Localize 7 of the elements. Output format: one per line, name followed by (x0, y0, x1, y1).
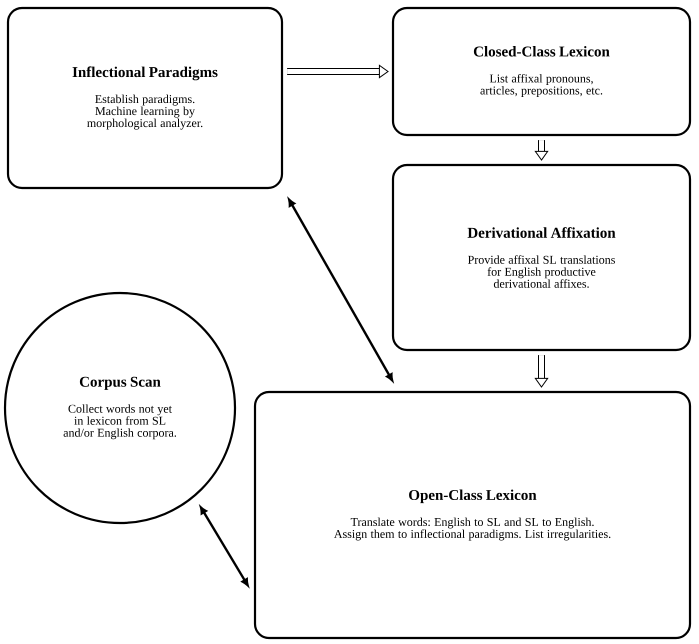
process-box: Inflectional Paradigms Establish paradigms. Machine learning by morphological analyzer. (6, 6, 284, 190)
arrow (200, 506, 249, 586)
process-box: Closed-Class Lexicon List affixal pronouns, articles, prepositions, etc. (392, 6, 692, 136)
process-box: Open-Class Lexicon Translate words: English to SL and SL to English. Assign them to inflectional paradigms. List irregularities. (254, 390, 692, 640)
process-box: Derivational Affixation Provide affixal SL translations for English productive derivational affixes. (392, 164, 692, 352)
arrow (288, 198, 394, 382)
circle-node: Corpus Scan Collect words not yet in lexicon from SL and/or English corpora. (4, 292, 236, 524)
